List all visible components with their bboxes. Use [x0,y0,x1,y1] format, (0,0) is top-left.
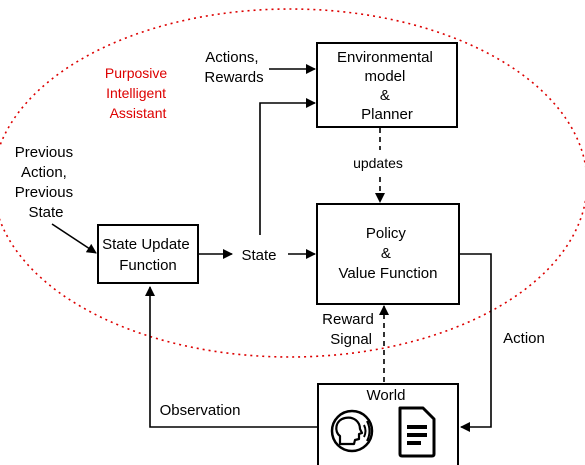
state-label: State [241,247,276,264]
speaking-head-icon [330,409,374,453]
action-label: Action [503,330,545,347]
action-arrow [459,253,492,432]
observation-arrow [145,286,318,428]
state-to-planner-arrow [259,98,316,235]
state-update-function-box [97,224,199,284]
updates-label: updates [353,155,403,171]
observation-label: Observation [160,402,241,419]
assistant-boundary [0,8,585,358]
assistant-label: Purposive Intelligent Assistant [105,65,171,121]
document-icon [398,406,436,458]
policy-value-function-label: Policy & Value Function [339,225,438,282]
world-label: World [367,387,406,404]
reward-signal-label: Reward Signal [322,311,378,348]
state-update-function-label: State Update Function [102,236,194,274]
previous-state-arrow [51,223,97,254]
environmental-model-planner-label: Environmental model & Planner [337,49,437,123]
actions-rewards-label: Actions, Rewards [204,49,263,86]
previous-action-state-label: Previous Action, Previous State [15,144,78,221]
environmental-model-planner-box [316,42,458,128]
